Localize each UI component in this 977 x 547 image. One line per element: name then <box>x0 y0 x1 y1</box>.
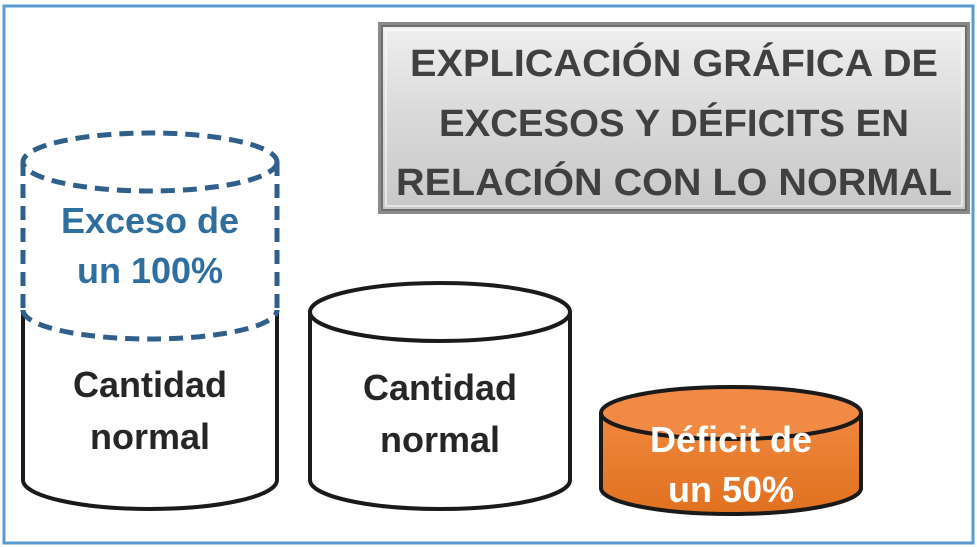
excess-label-line-1: Exceso de <box>61 200 239 241</box>
title-line-1: EXPLICACIÓN GRÁFICA DE <box>410 41 938 85</box>
title-box: EXPLICACIÓN GRÁFICA DE EXCESOS Y DÉFICIT… <box>378 22 970 214</box>
title-line-3: RELACIÓN CON LO NORMAL <box>396 160 952 204</box>
deficit-label-line-2: un 50% <box>668 469 794 510</box>
deficit-label-line-1: Déficit de <box>650 419 812 460</box>
excess-solid-part <box>20 309 280 511</box>
excess-cylinder: Exceso de un 100% Cantidad normal <box>20 130 280 511</box>
normal-label-line-2: normal <box>380 419 500 460</box>
normal-cylinder: Cantidad normal <box>308 281 572 511</box>
normal-label-line-1: Cantidad <box>363 367 517 408</box>
deficit-cylinder: Déficit de un 50% <box>599 385 863 516</box>
excess-label-line-2: un 100% <box>77 250 223 291</box>
excess-normal-label-line-1: Cantidad <box>73 364 227 405</box>
excess-normal-label-line-2: normal <box>90 416 210 457</box>
title-line-2: EXCESOS Y DÉFICITS EN <box>439 101 909 145</box>
